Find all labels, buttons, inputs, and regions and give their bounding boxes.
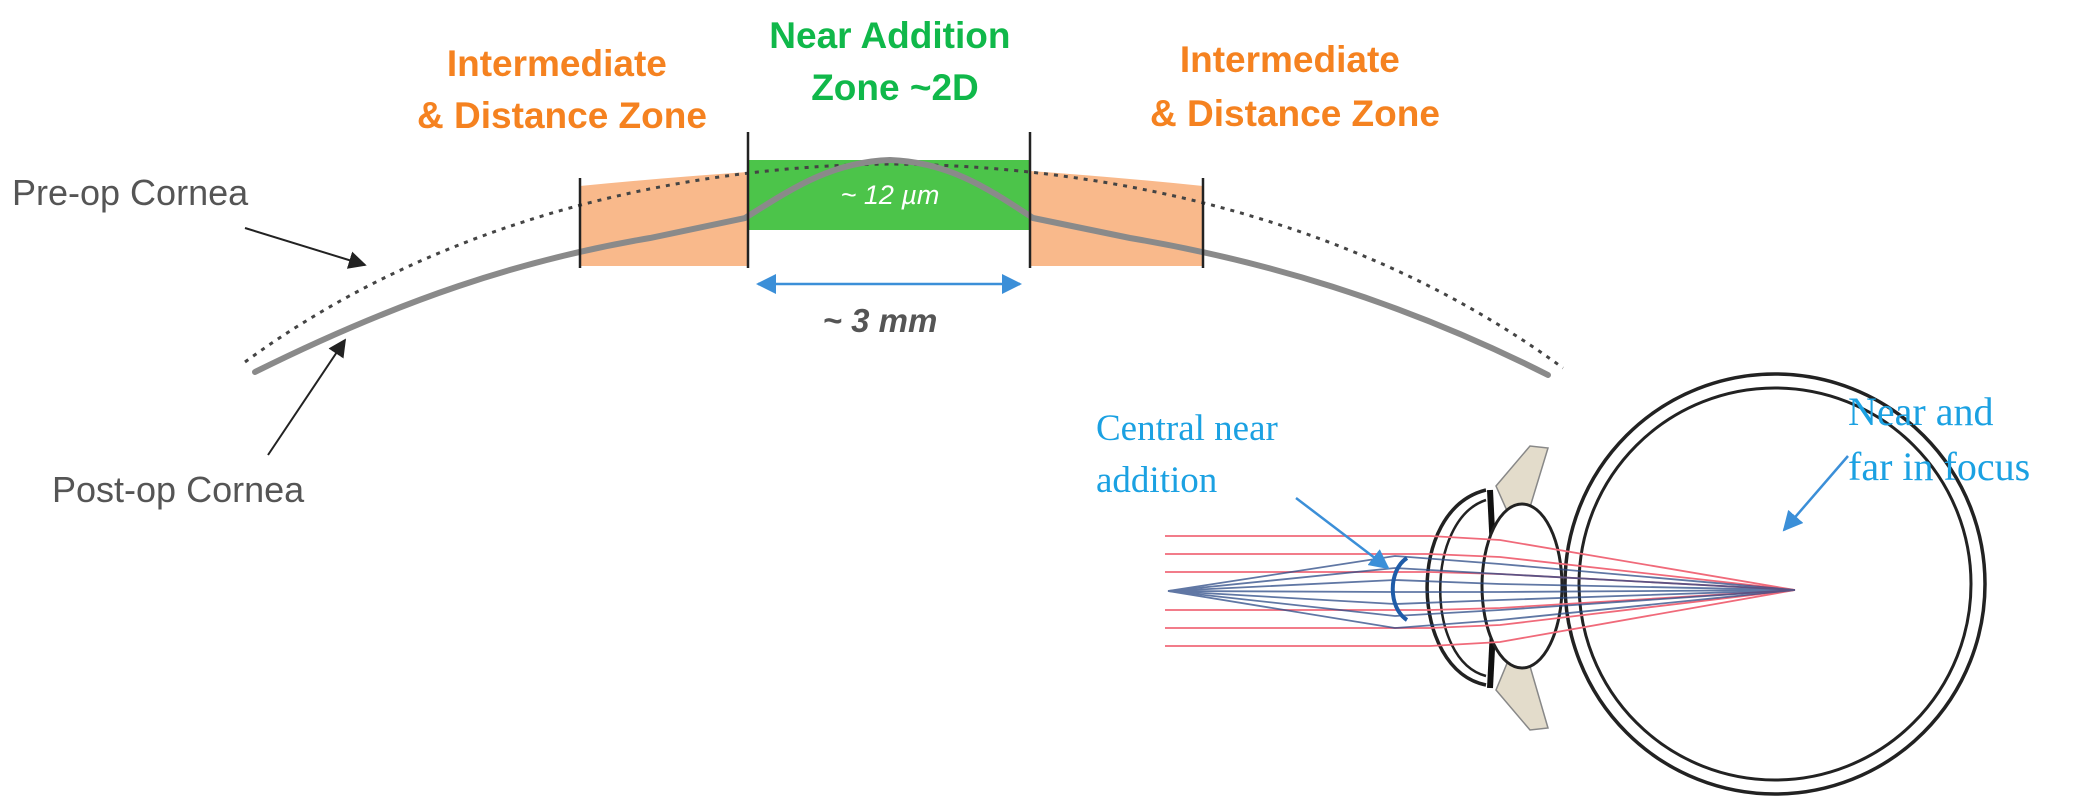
pre-op-pointer-arrow — [244, 227, 367, 269]
post-op-cornea-curve — [252, 156, 1551, 378]
right-zone-label: Intermediate & Distance Zone — [1150, 39, 1440, 134]
light-rays — [1165, 535, 1796, 647]
focus-pointer-arrow — [1782, 455, 1849, 532]
central-near-addition-contour — [1390, 556, 1409, 622]
post-op-pointer-arrow — [267, 338, 347, 456]
depth-label: ~ 12 µm — [841, 180, 940, 210]
central-near-label: Central near addition — [1096, 408, 1287, 501]
post-op-label: Post-op Cornea — [52, 469, 305, 510]
pre-op-label: Pre-op Cornea — [12, 172, 249, 213]
left-zone-label: Intermediate & Distance Zone — [417, 43, 707, 136]
eye-cornea-inner — [1439, 498, 1487, 678]
far-rays — [1165, 535, 1796, 647]
central-near-pointer-arrow — [1295, 497, 1390, 570]
near-zone-label: Near Addition Zone ~2D — [769, 15, 1020, 108]
left-intermediate-zone — [580, 172, 748, 266]
eye-sclera-inner — [1577, 386, 1973, 782]
eye-sclera-outer — [1563, 372, 1987, 796]
near-rays — [1167, 555, 1796, 629]
eye-lens — [1480, 502, 1564, 670]
eye-cornea — [1425, 488, 1487, 687]
focus-label: Near and far in focus — [1848, 389, 2030, 489]
pre-op-cornea-curve — [244, 162, 1564, 370]
width-label: ~ 3 mm — [823, 302, 938, 339]
